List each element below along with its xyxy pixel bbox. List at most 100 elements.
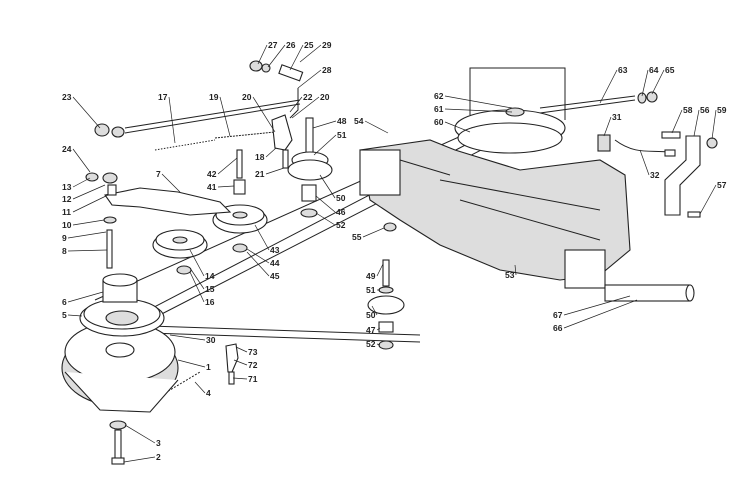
part-label-9: 9: [62, 233, 67, 243]
leader-line-60: [444, 121, 471, 133]
part-label-47: 47: [366, 325, 376, 335]
part-label-5: 5: [62, 310, 67, 320]
part-label-52: 52: [366, 339, 376, 349]
part-label-46: 46: [336, 207, 346, 217]
part-label-30: 30: [206, 335, 216, 345]
leader-line-67: [563, 295, 631, 316]
part-label-57: 57: [717, 180, 727, 190]
bracket-56: [664, 135, 701, 216]
leader-line-3: [124, 424, 156, 444]
leader-line-16: [189, 271, 205, 303]
leader-line-11: [72, 194, 109, 213]
leader-line-6: [67, 291, 104, 303]
part-label-73: 73: [248, 347, 258, 357]
part-label-64: 64: [649, 65, 659, 75]
leader-line-2: [123, 456, 156, 463]
idler-arm-7: [104, 187, 232, 216]
part-label-72: 72: [248, 360, 258, 370]
part-label-66: 66: [553, 323, 563, 333]
leader-line-9: [67, 231, 107, 239]
part-label-62: 62: [434, 91, 444, 101]
leader-line-20: [252, 96, 276, 133]
part-label-10: 10: [62, 220, 72, 230]
part-label-1: 1: [206, 362, 211, 372]
leader-line-5: [67, 314, 83, 317]
part-label-43: 43: [270, 245, 280, 255]
part-label-16: 16: [205, 297, 215, 307]
leader-line-1: [177, 359, 206, 368]
leader-line-41: [217, 185, 235, 188]
part-label-22: 22: [303, 92, 313, 102]
part-label-56: 56: [700, 105, 710, 115]
bolt-42: [236, 149, 243, 179]
leader-line-23: [72, 96, 101, 129]
leader-line-57: [699, 184, 717, 215]
part-label-23: 23: [62, 92, 72, 102]
part-label-27: 27: [268, 40, 278, 50]
rod-19: [214, 131, 276, 139]
leader-line-45: [246, 251, 270, 277]
bolt-49: [382, 259, 390, 287]
leader-line-7: [161, 173, 181, 193]
leader-line-50: [371, 305, 378, 316]
part-label-18: 18: [255, 152, 265, 162]
part-label-7: 7: [156, 169, 161, 179]
part-label-54: 54: [354, 116, 364, 126]
leader-line-43: [254, 224, 270, 251]
part-label-12: 12: [62, 194, 72, 204]
part-label-24: 24: [62, 144, 72, 154]
part-label-49: 49: [366, 271, 376, 281]
leader-line-32: [639, 149, 650, 176]
leader-line-4: [194, 381, 206, 394]
part-label-25: 25: [304, 40, 314, 50]
part-label-51: 51: [337, 130, 347, 140]
leader-line-13: [72, 177, 91, 188]
leader-line-47: [376, 327, 381, 331]
leader-line-28: [297, 69, 322, 89]
leader-line-26: [267, 44, 286, 68]
rod-63: [539, 95, 636, 114]
leader-line-49: [376, 263, 384, 277]
part-label-29: 29: [322, 40, 332, 50]
part-label-20: 20: [242, 92, 252, 102]
leader-line-55: [362, 227, 385, 238]
leader-line-65: [651, 69, 665, 95]
leader-line-64: [641, 69, 649, 97]
belt: [117, 324, 421, 343]
part-label-63: 63: [618, 65, 628, 75]
leader-line-18: [265, 147, 277, 158]
part-label-71: 71: [248, 374, 258, 384]
leader-line-29: [299, 44, 322, 63]
leader-line-56: [693, 109, 700, 137]
leader-line-42: [217, 157, 238, 175]
leader-line-44: [246, 248, 270, 264]
leader-line-58: [671, 109, 683, 134]
part-label-50: 50: [336, 193, 346, 203]
leader-line-72: [233, 359, 248, 366]
part-label-28: 28: [322, 65, 332, 75]
leader-line-10: [72, 219, 105, 226]
part-label-58: 58: [683, 105, 693, 115]
leader-line-31: [603, 116, 612, 137]
leader-line-61: [444, 108, 513, 113]
leader-line-51: [313, 134, 337, 156]
part-label-6: 6: [62, 297, 67, 307]
leader-line-24: [72, 148, 91, 173]
leader-line-71: [232, 377, 248, 380]
leader-line-73: [235, 346, 248, 353]
bolt-58: [661, 131, 681, 139]
part-label-48: 48: [337, 116, 347, 126]
leader-line-21: [265, 167, 285, 175]
part-label-14: 14: [205, 271, 215, 281]
part-label-3: 3: [156, 438, 161, 448]
part-label-19: 19: [209, 92, 219, 102]
leader-line-17: [168, 96, 176, 144]
leader-line-59: [711, 109, 717, 140]
leader-line-22: [289, 96, 303, 113]
leader-lines: [67, 44, 717, 463]
part-label-32: 32: [650, 170, 660, 180]
switch-31: [597, 134, 611, 152]
part-label-52: 52: [336, 220, 346, 230]
part-label-20: 20: [320, 92, 330, 102]
